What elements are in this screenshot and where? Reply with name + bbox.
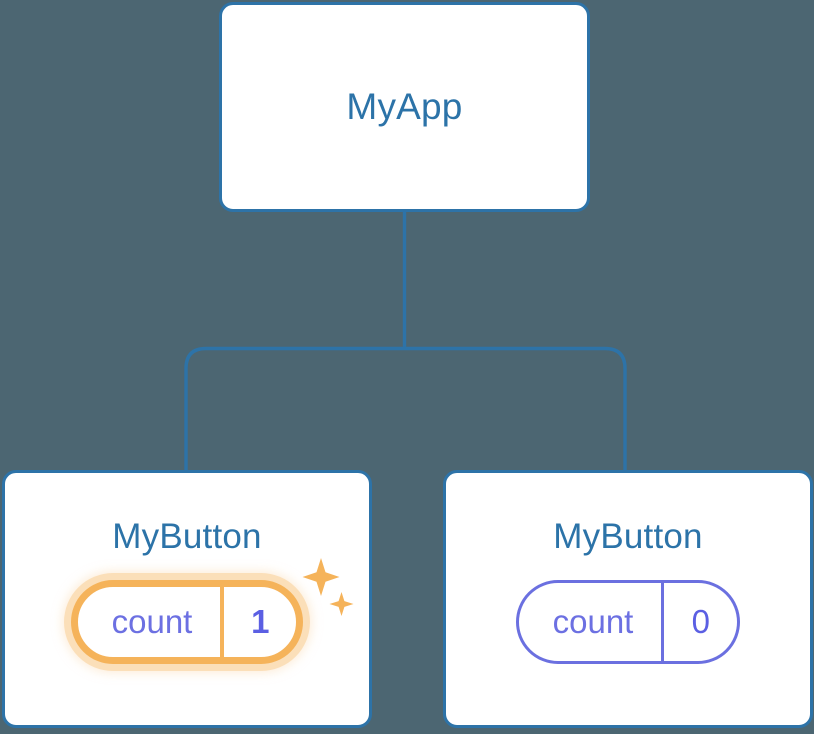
node-root[interactable]: MyApp — [219, 2, 590, 212]
connector-bus-right — [404, 346, 627, 471]
sparkle-large-icon — [302, 558, 340, 596]
state-pill-plain[interactable]: count 0 — [515, 580, 741, 664]
node-root-label: MyApp — [346, 86, 463, 127]
state-value-label: 0 — [661, 583, 737, 661]
node-child-left-label: MyButton — [112, 517, 262, 556]
sparkle-group — [302, 558, 354, 616]
state-pill-right-wrap: count 0 — [515, 580, 741, 664]
sparkle-small-icon — [329, 592, 354, 616]
state-value-label: 1 — [220, 587, 296, 657]
state-pill-highlighted[interactable]: count 1 — [70, 580, 304, 664]
connector-bus-left — [184, 346, 405, 471]
state-key-label: count — [552, 603, 634, 640]
node-child-right-label: MyButton — [553, 517, 703, 556]
node-child-left[interactable]: MyButton count 1 — [2, 470, 372, 728]
state-key-label: count — [111, 603, 193, 640]
state-pill-left-wrap: count 1 — [70, 558, 354, 664]
node-child-right[interactable]: MyButton count 0 — [443, 470, 813, 728]
